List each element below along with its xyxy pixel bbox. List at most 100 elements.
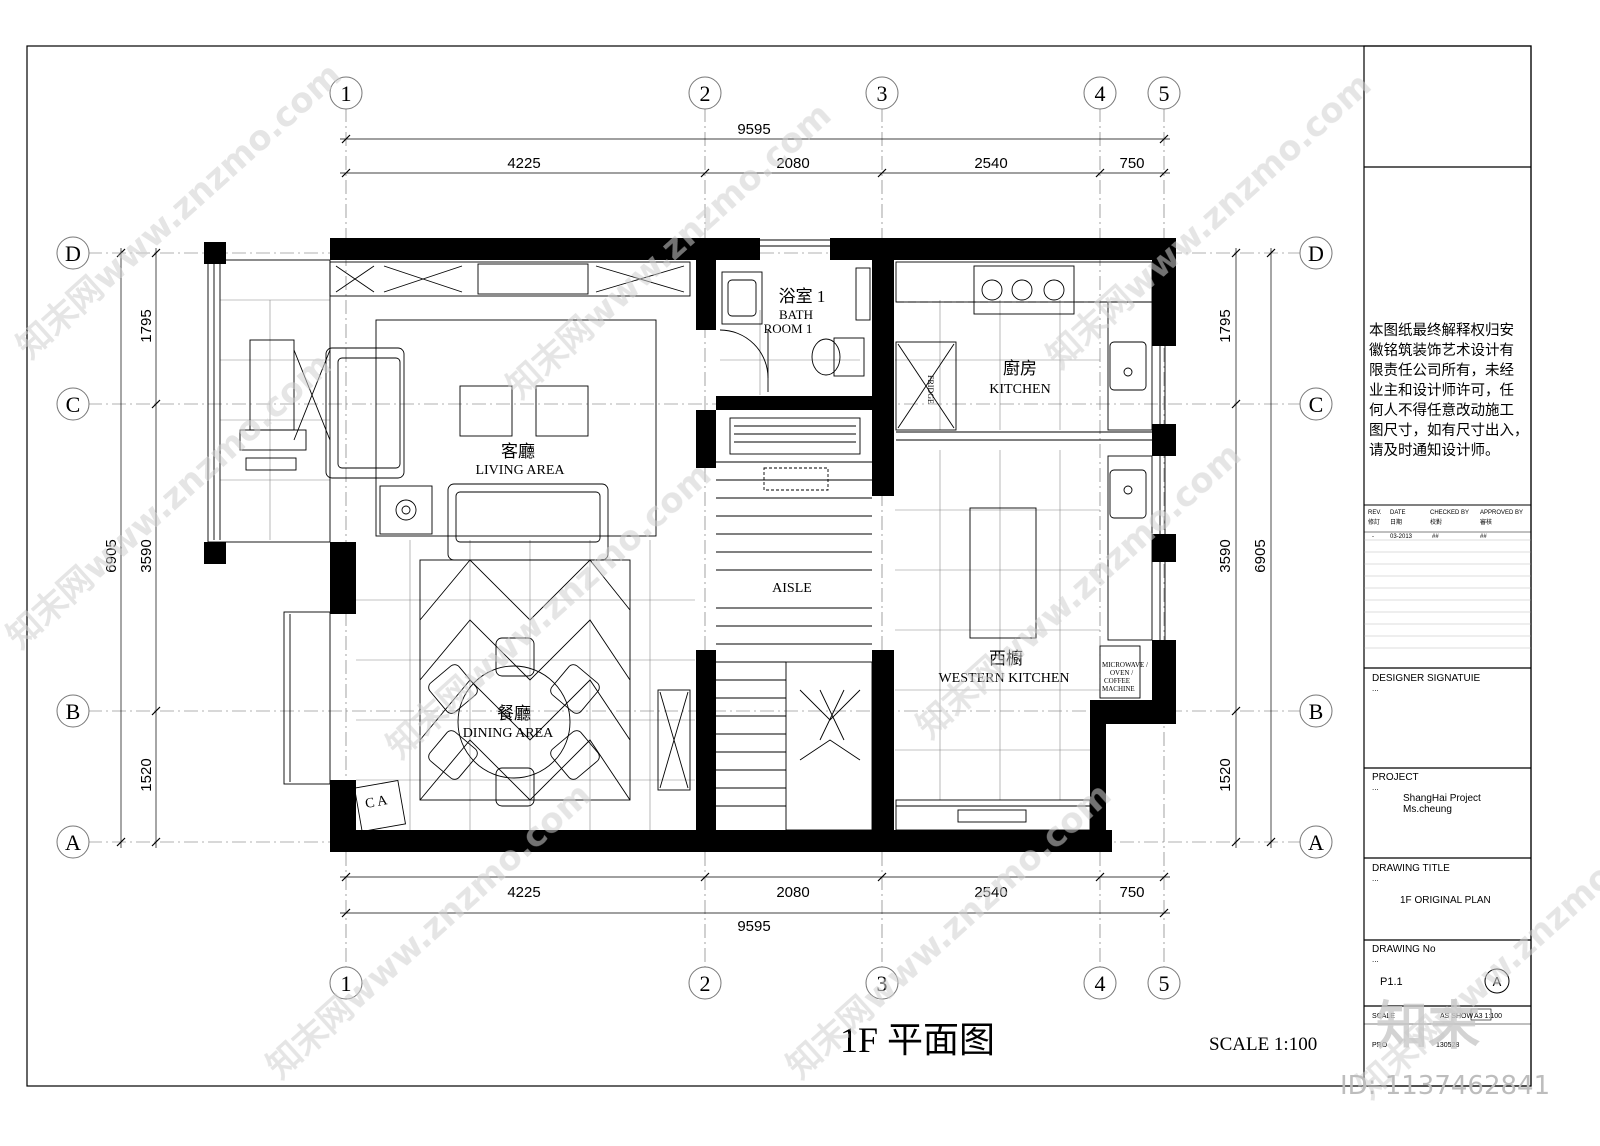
title-block-lines <box>1364 166 1531 1025</box>
dim-left-total: 6905 <box>103 539 120 572</box>
grid-col-label: 1 <box>341 971 352 996</box>
grid-bubble <box>1299 825 1333 859</box>
grid-row-label: D <box>65 241 81 266</box>
grid-bubble <box>56 694 90 728</box>
dim-bottom-total: 9595 <box>737 918 770 935</box>
dim-top-total: 9595 <box>737 121 770 138</box>
dimension-labels: 9595 4225 2080 2540 750 4225 2080 2540 7… <box>103 121 1269 935</box>
grid-bubble <box>56 236 90 270</box>
bathroom-label-cn: 浴室 1 <box>779 287 826 306</box>
project-value: ... <box>1372 783 1379 792</box>
grid-labels: 1 2 3 4 5 1 2 3 4 5 D C B A D C B A <box>65 81 1324 996</box>
copyright-line: 图尺寸，如有尺寸出入， <box>1369 422 1529 439</box>
grid-bubbles <box>56 76 1333 1000</box>
dim-right-seg: 3590 <box>1217 539 1234 572</box>
drawing-scale: SCALE 1:100 <box>1209 1034 1317 1055</box>
project-label: PROJECT <box>1372 772 1419 783</box>
grid-bubble <box>688 966 722 1000</box>
title-block-fields: DESIGNER SIGNATUIE ... PROJECT ... Shang… <box>1372 673 1502 1049</box>
dimension-lines <box>116 134 1276 918</box>
grid-col-label: 1 <box>341 81 352 106</box>
watermark-site: 知末网www.znzmo.com <box>1039 65 1379 377</box>
drawing-title-value: 1F ORIGINAL PLAN <box>1400 895 1491 906</box>
grid-col-label: 5 <box>1159 971 1170 996</box>
drawing-title-label: DRAWING TITLE <box>1372 863 1450 874</box>
drawing-no-circle-letter: A <box>1493 974 1502 989</box>
project-no-label: PRO <box>1372 1042 1388 1049</box>
dim-bottom-seg: 750 <box>1119 884 1144 901</box>
dim-top-seg: 4225 <box>507 155 540 172</box>
drawing-title: 1F 平面图 <box>840 1020 995 1060</box>
aisle-label: AISLE <box>772 581 812 596</box>
rev-cell: ## <box>1432 534 1439 540</box>
rev-header-cn: 日期 <box>1390 518 1402 526</box>
stairs <box>716 417 873 831</box>
grid-bubble <box>1147 76 1181 110</box>
living-furniture <box>239 261 691 561</box>
rev-header: APPROVED BY <box>1480 510 1523 516</box>
kitchen-label-cn: 廚房 <box>1003 358 1037 378</box>
grid-bubble <box>1299 236 1333 270</box>
project-client: Ms.cheung <box>1403 804 1452 815</box>
dining-label-en: DINING AREA <box>463 726 554 741</box>
western-kitchen-label-cn: 西櫥 <box>989 649 1023 668</box>
rev-header-cn: 校對 <box>1430 518 1442 526</box>
rev-header: DATE <box>1390 510 1406 516</box>
drawing-no-value: P1.1 <box>1380 976 1403 988</box>
grid-bubble <box>865 76 899 110</box>
room-labels: 浴室 1 BATH ROOM 1 廚房 KITCHEN 客廳 LIVING AR… <box>463 287 1070 741</box>
grid-col-label: 5 <box>1159 81 1170 106</box>
scale-value: AS SHOW <box>1440 1013 1473 1020</box>
kitchen-fixtures <box>895 261 1153 831</box>
grid-bubble <box>1299 387 1333 421</box>
scale-label: SCALE <box>1372 1013 1395 1020</box>
designer-label: DESIGNER SIGNATUIE <box>1372 673 1480 684</box>
grid-row-label: C <box>66 392 81 417</box>
bathroom-label-en: BATH <box>779 307 813 322</box>
grid-col-label: 3 <box>877 971 888 996</box>
bathroom-fixtures <box>719 267 871 392</box>
sheet-frame <box>26 45 1532 1087</box>
watermark-site: 知末网www.znzmo.com <box>259 775 599 1087</box>
watermark-site: 知末网www.znzmo.com <box>9 55 349 367</box>
project-no-value: 130528 <box>1436 1042 1459 1049</box>
grid-bubble <box>329 76 363 110</box>
rev-header: REV. <box>1368 510 1382 516</box>
grid-bubble <box>56 825 90 859</box>
grid-row-label: B <box>1309 699 1324 724</box>
copyright-line: 徽铭筑装饰艺术设计有 <box>1369 342 1514 359</box>
watermark-id: ID: 1137462841 <box>1340 1071 1550 1101</box>
dim-right-seg: 1795 <box>1217 309 1234 342</box>
grid-row-label: A <box>1308 830 1324 855</box>
grid-bubble <box>56 387 90 421</box>
copyright-line: 业主和设计师许可，任 <box>1369 382 1514 399</box>
microwave-label: OVEN / <box>1110 669 1133 677</box>
watermark-site: 知末网www.znzmo.com <box>909 435 1249 747</box>
dim-top-seg: 2540 <box>974 155 1007 172</box>
grid-col-label: 2 <box>700 971 711 996</box>
watermark-brand: 知末 <box>1376 997 1480 1057</box>
dining-label-cn: 餐廳 <box>497 704 531 723</box>
project-name: ShangHai Project <box>1403 793 1481 804</box>
dim-right-seg: 1520 <box>1217 758 1234 791</box>
drawing-no-dots: ... <box>1372 955 1379 964</box>
fridge-label: FRIDGE <box>926 375 935 404</box>
grid-bubble <box>1299 694 1333 728</box>
microwave-label: MACHINE <box>1102 685 1135 693</box>
grid-bubble <box>1147 966 1181 1000</box>
dining-furniture <box>353 559 691 833</box>
western-kitchen-label-en: WESTERN KITCHEN <box>938 671 1069 686</box>
grid-bubble <box>1083 76 1117 110</box>
copyright-line: 限责任公司所有，未经 <box>1369 362 1514 379</box>
dim-bottom-seg: 4225 <box>507 884 540 901</box>
grid-bubble <box>688 76 722 110</box>
grid-row-label: B <box>66 699 81 724</box>
fixture-labels: FRIDGE MICROWAVE / OVEN / COFFEE MACHINE… <box>364 375 1148 812</box>
drawing-no-label: DRAWING No <box>1372 944 1436 955</box>
grid-bubble <box>329 966 363 1000</box>
rev-header: CHECKED BY <box>1430 510 1469 516</box>
watermark-site: 知末网www.znzmo.com <box>0 345 339 657</box>
floor-tiles <box>220 299 1100 830</box>
copyright-line: 请及时通知设计师。 <box>1369 442 1500 459</box>
